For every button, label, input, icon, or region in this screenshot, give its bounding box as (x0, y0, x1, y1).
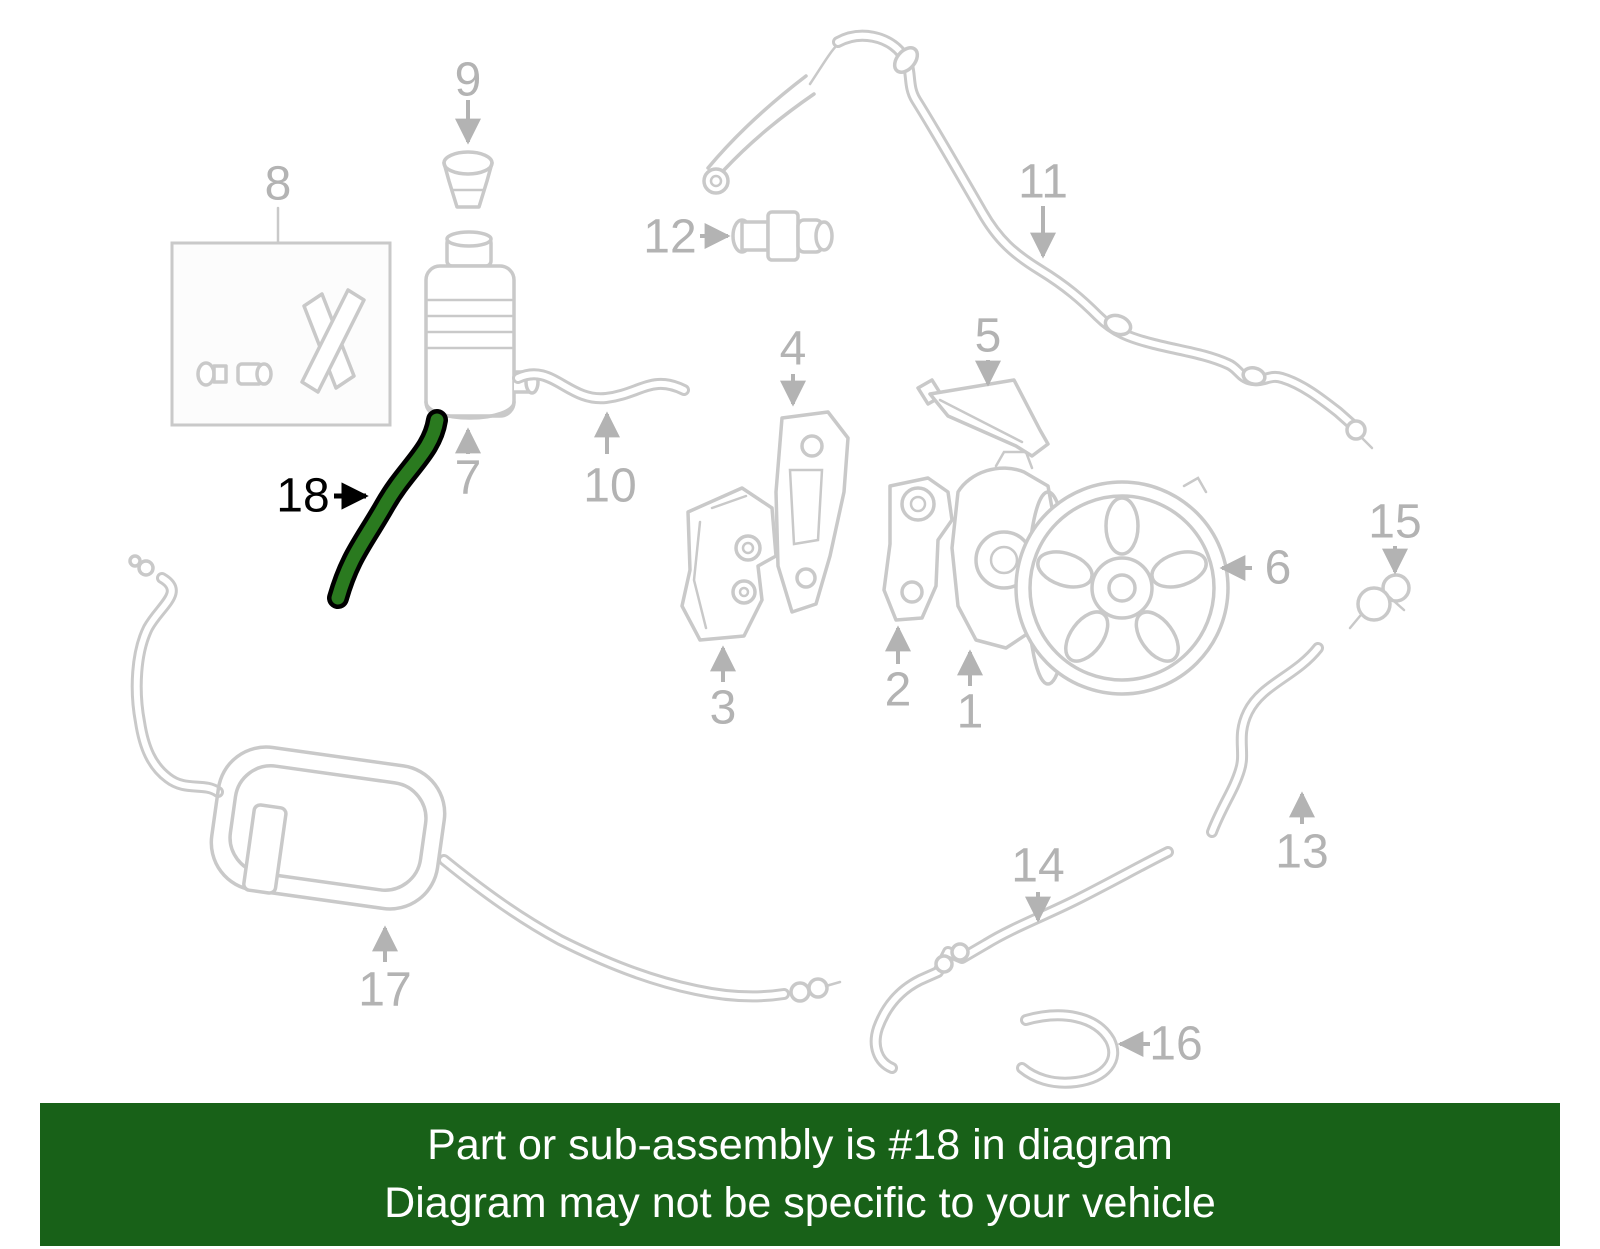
callout-5: 5 (974, 309, 1002, 363)
part-9-reservoir-cap (442, 150, 494, 209)
info-banner: Part or sub-assembly is #18 in diagram D… (40, 1103, 1560, 1246)
callout-11: 11 (1018, 155, 1068, 209)
part-11-pressure-hose (702, 29, 1374, 450)
part-4-mount-plate (774, 410, 850, 614)
part-8-clip-kit (170, 206, 392, 427)
callout-12: 12 (643, 210, 697, 264)
callout-2: 2 (884, 663, 912, 717)
part-5-bracket (916, 378, 1050, 458)
part-14-return-pipe (869, 846, 1174, 1074)
parts-diagram-art (128, 29, 1411, 1089)
banner-line-2: Diagram may not be specific to your vehi… (384, 1178, 1216, 1227)
part-7-reservoir (424, 230, 540, 420)
callout-10: 10 (583, 459, 637, 513)
callout-6: 6 (1264, 541, 1292, 595)
banner-line-1: Part or sub-assembly is #18 in diagram (427, 1121, 1173, 1170)
part-12-pressure-switch (731, 210, 834, 262)
part-16-joint-hose (1016, 1009, 1120, 1089)
callout-8: 8 (264, 157, 292, 211)
callout-13: 13 (1275, 825, 1329, 879)
part-18-highlighted-hose (327, 409, 448, 609)
callout-3: 3 (709, 681, 737, 735)
callout-15: 15 (1368, 495, 1422, 549)
part-2-side-bracket (882, 476, 954, 622)
part-13-return-hose (1206, 642, 1324, 838)
callout-17: 17 (358, 963, 412, 1017)
callout-4: 4 (779, 322, 807, 376)
part-6-pulley (1014, 476, 1230, 696)
part-10-hose (512, 368, 690, 405)
callout-18-highlighted: 18 (276, 469, 330, 523)
callout-14: 14 (1011, 839, 1065, 893)
callout-16: 16 (1149, 1017, 1203, 1071)
callout-arrows (372, 100, 1408, 1057)
callout-9: 9 (454, 53, 482, 107)
callout-7: 7 (454, 451, 482, 505)
part-3-pump-bracket (680, 486, 778, 642)
callout-1: 1 (956, 685, 984, 739)
part-15-fitting (1348, 573, 1411, 630)
part-17-cooler (128, 554, 842, 1003)
